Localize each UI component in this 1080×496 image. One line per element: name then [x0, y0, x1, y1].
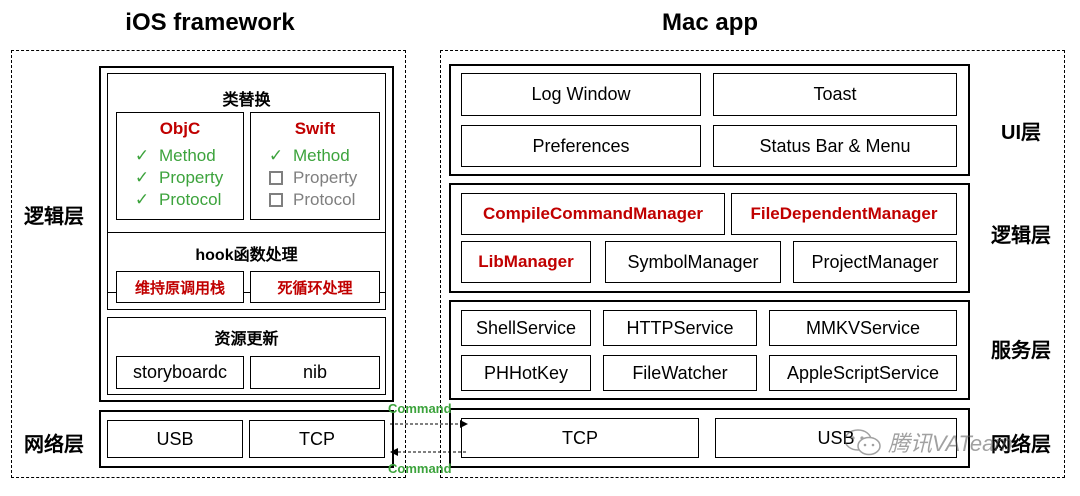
- applescript-service-box: AppleScriptService: [769, 355, 957, 391]
- phhotkey-box: PHHotKey: [461, 355, 591, 391]
- log-window-box: Log Window: [461, 73, 701, 116]
- mac-tcp-box: TCP: [461, 418, 699, 458]
- file-watcher-box: FileWatcher: [603, 355, 757, 391]
- mmkv-service-box: MMKVService: [769, 310, 957, 346]
- toast-label: Toast: [813, 84, 857, 104]
- command-label-top: Command: [388, 401, 452, 416]
- file-dependent-manager-box: FileDependentManager: [731, 193, 957, 235]
- mac-ui-layer: Log Window Toast Preferences Status Bar …: [449, 64, 970, 176]
- keep-callstack-box: 维持原调用栈: [116, 271, 244, 303]
- watermark: 腾讯VATeam: [842, 426, 1013, 458]
- nib-box: nib: [250, 356, 380, 389]
- objc-protocol: Protocol: [159, 190, 222, 209]
- objc-item: ✓ Property: [131, 167, 223, 189]
- mac-app-title: Mac app: [661, 9, 759, 36]
- objc-property: Property: [159, 168, 224, 187]
- mac-container: [440, 50, 1065, 478]
- swift-method: Method: [293, 146, 350, 165]
- wechat-logo-icon: [844, 429, 881, 456]
- mac-logic-layer-label: 逻辑层: [991, 225, 1051, 247]
- shell-service-box: ShellService: [461, 310, 591, 346]
- storyboardc-label: storyboardc: [132, 362, 228, 382]
- ios-tcp-box: TCP: [249, 420, 385, 458]
- unchecked-box-icon: [269, 171, 283, 185]
- objc-item: ✓ Protocol: [131, 189, 223, 211]
- check-icon: ✓: [268, 146, 284, 165]
- preferences-label: Preferences: [532, 135, 630, 156]
- swift-item: Property: [265, 167, 357, 189]
- ios-container: [11, 50, 406, 478]
- project-manager-box: ProjectManager: [793, 241, 957, 283]
- swift-item: ✓ Method: [265, 145, 357, 167]
- ios-framework-title: iOS framework: [125, 9, 295, 36]
- swift-title: Swift: [294, 119, 336, 138]
- symbol-manager-box: SymbolManager: [605, 241, 781, 283]
- class-replace-title: 类替换: [222, 92, 271, 109]
- file-dependent-manager-label: FileDependentManager: [750, 204, 938, 223]
- mac-tcp-label: TCP: [562, 427, 598, 448]
- http-service-box: HTTPService: [603, 310, 757, 346]
- swift-property: Property: [293, 168, 358, 187]
- toast-box: Toast: [713, 73, 957, 116]
- mac-ui-layer-label: UI层: [1001, 122, 1041, 144]
- objc-method: Method: [159, 146, 216, 165]
- phhotkey-label: PHHotKey: [483, 362, 569, 383]
- dead-loop-label: 死循环处理: [277, 279, 353, 297]
- arrow-head-left-icon: [390, 448, 398, 456]
- preferences-box: Preferences: [461, 125, 701, 167]
- storyboardc-box: storyboardc: [116, 356, 244, 389]
- log-window-label: Log Window: [531, 84, 631, 104]
- class-replace-box: 类替换 ObjC ✓ Method ✓ Property ✓ Protocol Swi…: [107, 73, 386, 293]
- resource-box: 资源更新 storyboardc nib: [107, 317, 386, 395]
- lib-manager-box: LibManager: [461, 241, 591, 283]
- mac-network-layer-label: 网络层: [991, 434, 1051, 456]
- objc-list: ✓ Method ✓ Property ✓ Protocol: [131, 145, 223, 211]
- http-service-label: HTTPService: [626, 317, 734, 338]
- mmkv-service-label: MMKVService: [805, 317, 921, 338]
- command-label-bottom: Command: [388, 461, 452, 476]
- compile-command-manager-box: CompileCommandManager: [461, 193, 725, 235]
- hook-box: hook函数处理 维持原调用栈 死循环处理: [107, 232, 386, 310]
- compile-command-manager-label: CompileCommandManager: [482, 204, 704, 223]
- ios-usb-box: USB: [107, 420, 243, 458]
- nib-label: nib: [302, 362, 328, 382]
- ios-logic-layer: 类替换 ObjC ✓ Method ✓ Property ✓ Protocol Swi…: [99, 66, 394, 402]
- shell-service-label: ShellService: [475, 317, 577, 338]
- status-bar-menu-label: Status Bar & Menu: [759, 135, 911, 156]
- file-watcher-label: FileWatcher: [632, 362, 728, 383]
- dead-loop-box: 死循环处理: [250, 271, 380, 303]
- mac-service-layer-label: 服务层: [991, 340, 1051, 362]
- unchecked-box-icon: [269, 193, 283, 207]
- swift-list: ✓ Method Property Protocol: [265, 145, 357, 211]
- watermark-text: 腾讯VATeam: [888, 431, 1013, 456]
- status-bar-menu-box: Status Bar & Menu: [713, 125, 957, 167]
- keep-callstack-label: 维持原调用栈: [134, 279, 225, 297]
- ios-logic-layer-label: 逻辑层: [24, 206, 84, 228]
- symbol-manager-label: SymbolManager: [627, 251, 759, 272]
- project-manager-label: ProjectManager: [811, 251, 939, 272]
- check-icon: ✓: [134, 168, 150, 187]
- swift-item: Protocol: [265, 189, 357, 211]
- mac-service-layer: ShellService HTTPService MMKVService PHH…: [449, 300, 970, 400]
- ios-network-layer-label: 网络层: [24, 434, 84, 456]
- mac-logic-layer: CompileCommandManager FileDependentManag…: [449, 183, 970, 293]
- swift-box: Swift ✓ Method Property Protocol: [250, 112, 380, 220]
- command-arrows: [390, 420, 468, 456]
- mac-usb-box: USB: [715, 418, 957, 458]
- hook-title: hook函数处理: [195, 247, 298, 264]
- ios-tcp-label: TCP: [299, 428, 335, 449]
- mac-network-layer: TCP USB: [449, 408, 970, 468]
- resource-title: 资源更新: [214, 331, 279, 348]
- check-icon: ✓: [134, 190, 150, 209]
- arrow-head-right-icon: [460, 420, 468, 428]
- objc-box: ObjC ✓ Method ✓ Property ✓ Protocol: [116, 112, 244, 220]
- swift-protocol: Protocol: [293, 190, 356, 209]
- ios-network-layer: USB TCP: [99, 410, 394, 468]
- objc-title: ObjC: [159, 119, 201, 138]
- lib-manager-label: LibManager: [478, 252, 574, 271]
- applescript-service-label: AppleScriptService: [786, 362, 940, 383]
- check-icon: ✓: [134, 146, 150, 165]
- objc-item: ✓ Method: [131, 145, 223, 167]
- ios-usb-label: USB: [156, 428, 194, 449]
